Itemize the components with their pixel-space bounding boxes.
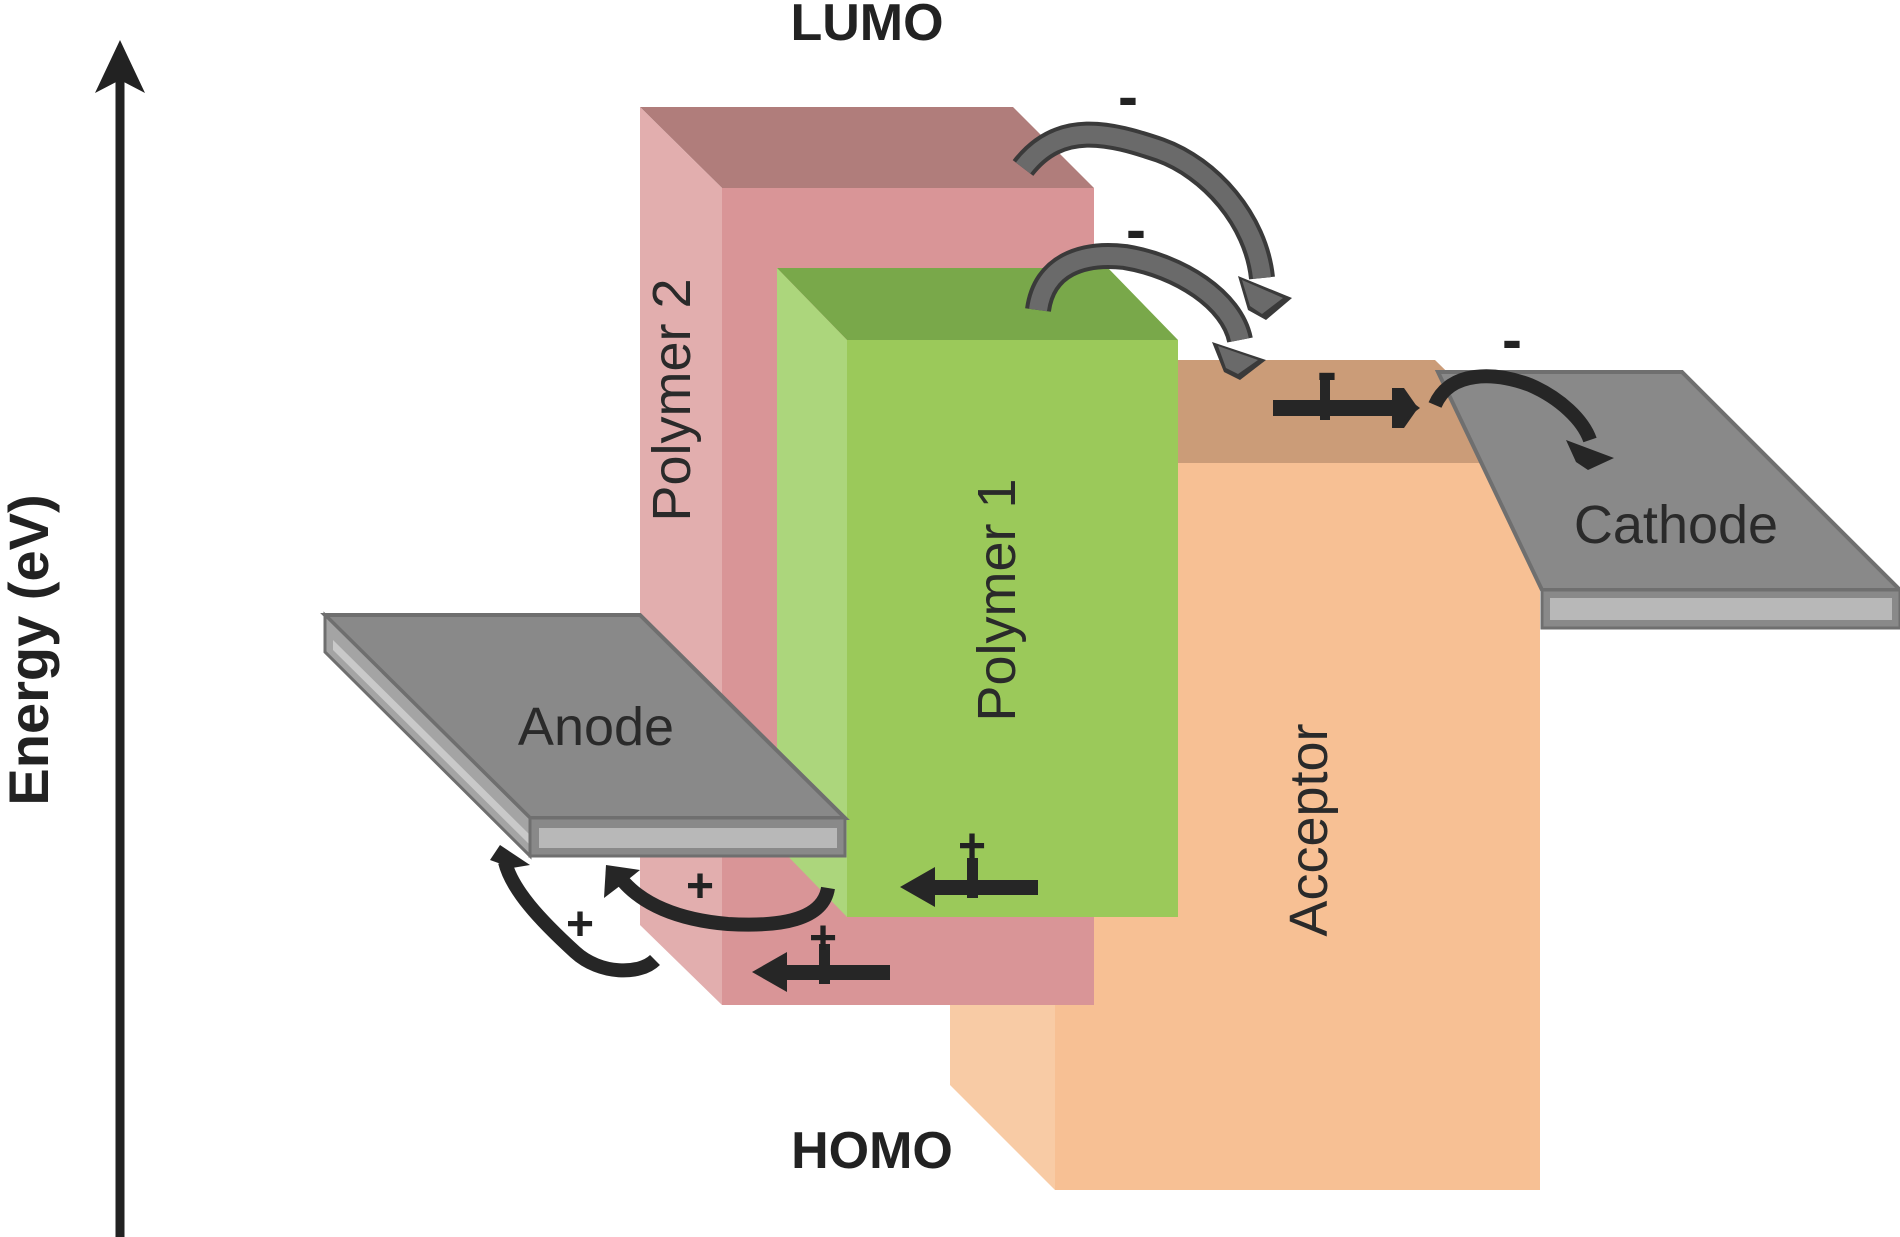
hole-charge-2: + <box>686 860 714 913</box>
axis-arrowhead-icon <box>95 40 145 93</box>
hole-charge-4: + <box>566 898 594 951</box>
polymer1-block <box>777 268 1178 917</box>
polymer2-label: Polymer 2 <box>642 278 702 521</box>
electron-charge-3: - <box>1317 338 1337 405</box>
hole-drift-arrow-polymer2 <box>752 944 890 992</box>
hole-charge-1: + <box>958 820 986 873</box>
electron-charge-1: - <box>1118 63 1138 130</box>
hole-to-anode-arrow-polymer1 <box>490 845 660 978</box>
electron-charge-4: - <box>1502 306 1522 373</box>
energy-axis <box>95 40 145 1237</box>
homo-label: HOMO <box>791 1122 953 1180</box>
hole-drift-arrow-polymer1 <box>900 858 1038 907</box>
electron-charge-2: - <box>1126 196 1146 263</box>
hole-to-anode-arrow-polymer2 <box>604 865 835 932</box>
electron-transfer-arrow-polymer1 <box>1025 243 1266 380</box>
acceptor-label: Acceptor <box>1279 723 1339 936</box>
electron-drift-arrow <box>1273 378 1420 428</box>
anode-label: Anode <box>518 697 674 757</box>
lumo-label: LUMO <box>790 0 943 52</box>
hole-charge-3: + <box>809 912 837 965</box>
anode-electrode <box>320 611 850 860</box>
electron-to-cathode-arrow <box>1428 369 1614 470</box>
electron-transfer-arrow-polymer2 <box>1012 121 1292 320</box>
energy-axis-label: Energy (eV) <box>0 494 60 805</box>
cathode-label: Cathode <box>1574 495 1778 555</box>
polymer1-label: Polymer 1 <box>967 478 1027 721</box>
cathode-electrode <box>1434 370 1900 630</box>
